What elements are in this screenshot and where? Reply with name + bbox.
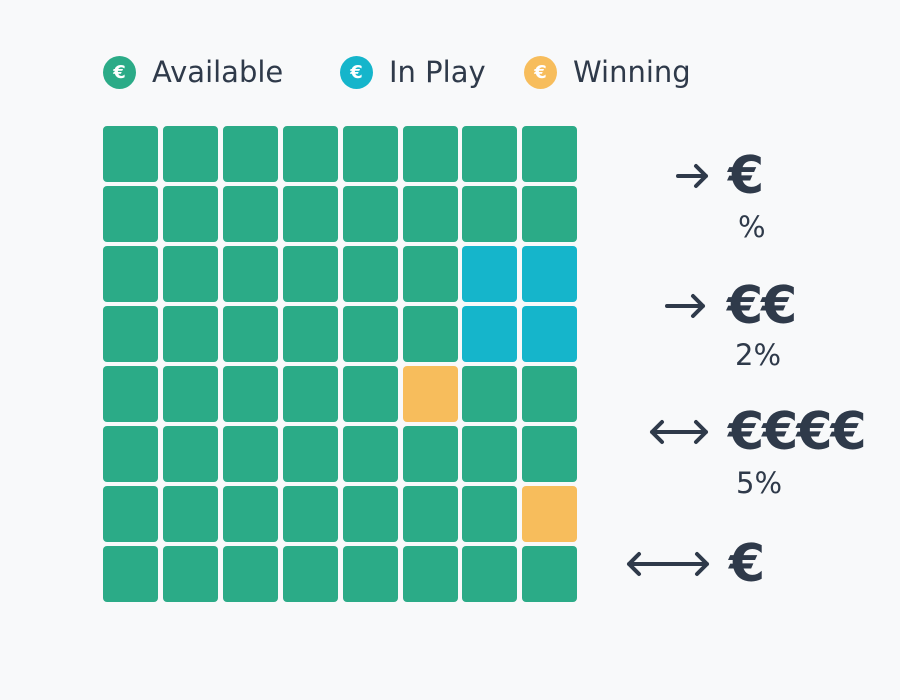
board-cell-available[interactable]: [163, 306, 218, 362]
board-cell-available[interactable]: [343, 486, 398, 542]
payout-symbol: €: [729, 534, 765, 594]
payout-row: €€€€: [648, 402, 867, 462]
board-cell-available[interactable]: [462, 186, 517, 242]
board-cell-available[interactable]: [223, 486, 278, 542]
board-cell-available[interactable]: [223, 546, 278, 602]
payout-symbol: €€€€: [728, 402, 867, 462]
legend-label: In Play: [389, 55, 486, 89]
board-cell-available[interactable]: [223, 186, 278, 242]
board-cell-available[interactable]: [343, 306, 398, 362]
board-cell-available[interactable]: [462, 366, 517, 422]
board-cell-available[interactable]: [403, 186, 458, 242]
payout-row: €: [676, 146, 764, 206]
payout-symbol: €: [728, 146, 764, 206]
board-cell-available[interactable]: [283, 306, 338, 362]
board-cell-available[interactable]: [103, 306, 158, 362]
board-cell-available[interactable]: [462, 126, 517, 182]
left-right-arrow-icon: [648, 417, 710, 447]
board-cell-available[interactable]: [283, 246, 338, 302]
board-cell-available[interactable]: [403, 426, 458, 482]
board-cell-winning[interactable]: [522, 486, 577, 542]
board-cell-available[interactable]: [343, 126, 398, 182]
board-cell-in-play[interactable]: [462, 306, 517, 362]
payout-percent: %: [738, 210, 766, 244]
board-cell-available[interactable]: [163, 366, 218, 422]
euro-coin-icon: €: [524, 55, 557, 89]
legend-item-winning: € Winning: [524, 52, 691, 92]
board-cell-available[interactable]: [343, 186, 398, 242]
board-cell-available[interactable]: [403, 486, 458, 542]
payout-percent: 2%: [735, 338, 782, 372]
board-cell-available[interactable]: [163, 486, 218, 542]
board-cell-available[interactable]: [103, 126, 158, 182]
board-cell-winning[interactable]: [403, 366, 458, 422]
right-arrow-icon: [665, 291, 707, 321]
board-cell-available[interactable]: [403, 306, 458, 362]
legend-item-available: € Available: [103, 52, 283, 92]
board-cell-available[interactable]: [103, 546, 158, 602]
board-cell-available[interactable]: [163, 546, 218, 602]
board-cell-available[interactable]: [283, 186, 338, 242]
legend-label: Available: [152, 55, 284, 89]
legend-label: Winning: [573, 55, 691, 89]
board-cell-available[interactable]: [522, 546, 577, 602]
board-cell-available[interactable]: [403, 246, 458, 302]
board-cell-available[interactable]: [163, 126, 218, 182]
board-cell-available[interactable]: [163, 246, 218, 302]
left-right-arrow-icon: [625, 549, 711, 579]
game-board: [103, 126, 577, 602]
board-cell-in-play[interactable]: [522, 306, 577, 362]
board-cell-available[interactable]: [223, 426, 278, 482]
board-cell-available[interactable]: [403, 126, 458, 182]
board-cell-available[interactable]: [103, 426, 158, 482]
board-cell-available[interactable]: [343, 246, 398, 302]
board-cell-available[interactable]: [283, 126, 338, 182]
board-cell-available[interactable]: [163, 186, 218, 242]
payout-row: €: [625, 534, 765, 594]
board-cell-available[interactable]: [283, 486, 338, 542]
board-cell-available[interactable]: [103, 486, 158, 542]
board-cell-available[interactable]: [522, 426, 577, 482]
euro-coin-icon: €: [340, 55, 373, 89]
board-cell-available[interactable]: [163, 426, 218, 482]
board-cell-available[interactable]: [103, 186, 158, 242]
right-arrow-icon: [676, 161, 710, 191]
payout-row: €€: [665, 276, 797, 336]
board-cell-available[interactable]: [462, 426, 517, 482]
board-cell-available[interactable]: [462, 486, 517, 542]
board-cell-available[interactable]: [103, 366, 158, 422]
board-cell-available[interactable]: [343, 546, 398, 602]
board-cell-available[interactable]: [223, 246, 278, 302]
board-cell-available[interactable]: [522, 366, 577, 422]
board-cell-available[interactable]: [103, 246, 158, 302]
payout-percent: 5%: [736, 466, 783, 500]
board-cell-available[interactable]: [522, 186, 577, 242]
board-cell-in-play[interactable]: [462, 246, 517, 302]
board-cell-available[interactable]: [283, 546, 338, 602]
payout-symbol: €€: [727, 276, 797, 336]
board-cell-available[interactable]: [283, 366, 338, 422]
board-cell-available[interactable]: [403, 546, 458, 602]
legend-item-in-play: € In Play: [340, 52, 486, 92]
board-cell-available[interactable]: [223, 366, 278, 422]
board-cell-available[interactable]: [462, 546, 517, 602]
board-cell-available[interactable]: [283, 426, 338, 482]
board-cell-available[interactable]: [223, 306, 278, 362]
board-cell-available[interactable]: [223, 126, 278, 182]
board-cell-available[interactable]: [343, 426, 398, 482]
board-cell-available[interactable]: [522, 126, 577, 182]
board-cell-in-play[interactable]: [522, 246, 577, 302]
euro-coin-icon: €: [103, 55, 136, 89]
board-cell-available[interactable]: [343, 366, 398, 422]
